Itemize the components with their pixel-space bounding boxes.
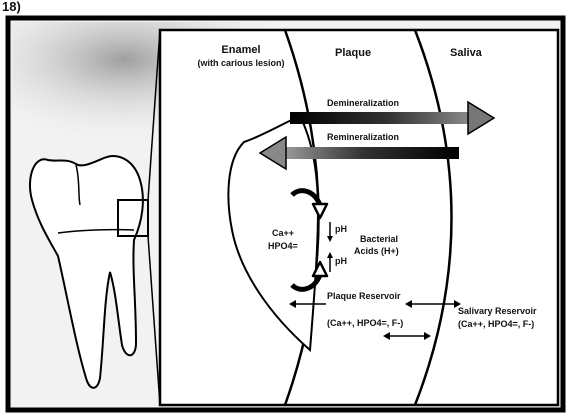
enamel-label: Enamel	[196, 44, 286, 57]
salivary-reservoir-ions: (Ca++, HPO4=, F-)	[458, 319, 534, 329]
remineralization-label: Remineralization	[327, 132, 399, 142]
salivary-reservoir-title: Salivary Reservoir	[458, 306, 537, 316]
detail-panel	[160, 30, 558, 405]
saliva-zone-label: Saliva	[450, 47, 482, 60]
enamel-sublabel: (with carious lesion)	[186, 58, 296, 68]
bacterial-acids-line1: Bacterial	[360, 234, 398, 244]
ph-up-label: pH	[335, 256, 347, 266]
plaque-reservoir-ions: (Ca++, HPO4=, F-)	[327, 318, 403, 328]
phosphate-ion-label: HPO4=	[268, 241, 298, 251]
demineralization-label: Demineralization	[327, 98, 399, 108]
ph-down-label: pH	[335, 224, 347, 234]
plaque-zone-label: Plaque	[335, 47, 371, 60]
bacterial-acids-line2: Acids (H+)	[354, 246, 399, 256]
calcium-ion-label: Ca++	[272, 228, 294, 238]
plaque-reservoir-title: Plaque Reservoir	[327, 291, 401, 301]
figure-number: 18)	[2, 0, 21, 15]
